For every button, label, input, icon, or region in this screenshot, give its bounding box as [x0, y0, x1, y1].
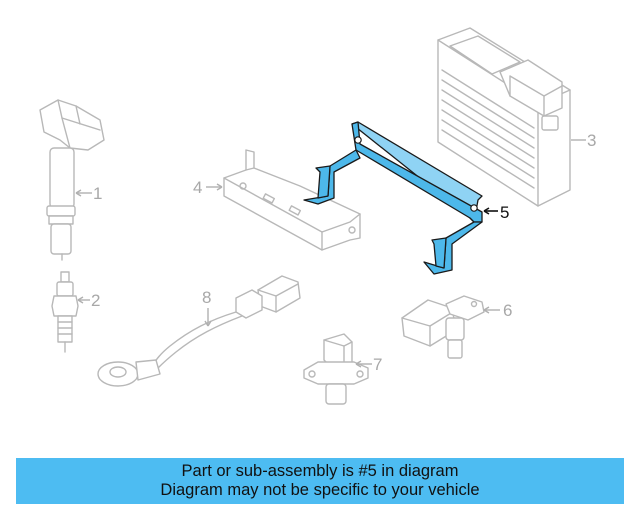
spark-plug-part[interactable]: [51, 271, 79, 353]
callout-3: 3: [571, 131, 596, 150]
engine-control-module-part[interactable]: [437, 27, 571, 207]
parts-diagram: 1 2 3: [39, 27, 596, 405]
banner-line-1: Part or sub-assembly is #5 in diagram: [181, 462, 459, 480]
camshaft-sensor-part[interactable]: [401, 295, 485, 359]
info-banner: Part or sub-assembly is #5 in diagram Di…: [16, 458, 624, 504]
ecm-bracket-highlighted-part[interactable]: [303, 121, 483, 275]
callout-4: 4: [193, 178, 223, 197]
crankshaft-sensor-part[interactable]: [303, 333, 369, 405]
callout-6: 6: [483, 301, 512, 320]
svg-text:3: 3: [587, 131, 596, 150]
svg-text:1: 1: [93, 184, 102, 203]
mounting-bracket-part[interactable]: [223, 149, 361, 251]
callout-8: 8: [202, 288, 212, 327]
svg-text:8: 8: [202, 288, 211, 307]
callout-1: 1: [75, 184, 102, 203]
knock-sensor-part[interactable]: [97, 275, 301, 387]
banner-line-2: Diagram may not be specific to your vehi…: [160, 481, 480, 499]
callout-7: 7: [355, 355, 382, 374]
svg-text:4: 4: [193, 178, 202, 197]
callout-5: 5: [483, 203, 509, 222]
svg-text:7: 7: [373, 355, 382, 374]
ignition-coil-part[interactable]: [39, 99, 105, 261]
svg-text:5: 5: [500, 203, 509, 222]
svg-text:6: 6: [503, 301, 512, 320]
svg-text:2: 2: [91, 291, 100, 310]
callout-2: 2: [77, 291, 100, 310]
